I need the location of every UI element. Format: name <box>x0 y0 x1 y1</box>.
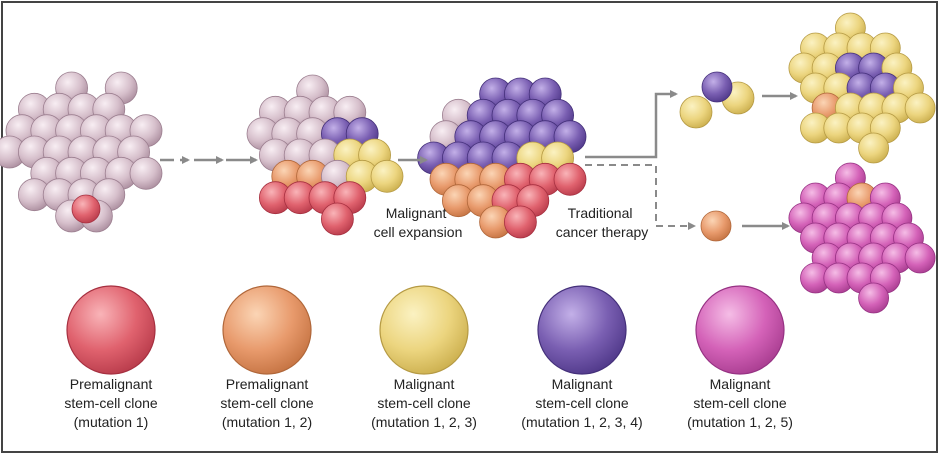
cluster-normal-cell <box>129 156 163 190</box>
legend-label-malignant-4: Malignant stem-cell clone (mutation 1, 2, … <box>521 376 642 430</box>
legend-label-line: stem-cell clone <box>693 395 787 411</box>
legend-label-line: Malignant <box>552 376 613 392</box>
cluster-relapse-upper-cell <box>904 92 936 124</box>
legend-swatch-malignant-4 <box>537 285 627 375</box>
cluster-relapse-lower-cell <box>904 242 936 274</box>
cluster-normal <box>0 71 163 233</box>
legend-swatch-malignant-3 <box>379 285 469 375</box>
legend-label-line: (mutation 1, 2) <box>222 414 312 430</box>
legend-item-premalignant-2: Premalignant stem-cell clone (mutation 1, … <box>220 285 314 430</box>
legend-label-malignant-5: Malignant stem-cell clone (mutation 1, 2, … <box>687 376 793 430</box>
therapy-branch-arrow <box>585 164 696 230</box>
legend-swatch-malignant-5 <box>695 285 785 375</box>
label-therapy-line2: cancer therapy <box>556 224 649 240</box>
arrows <box>160 90 798 230</box>
label-malignant-expansion: Malignant cell expansion <box>374 205 463 240</box>
legend-label-line: (mutation 1, 2, 5) <box>687 414 793 430</box>
surviving-cell <box>679 95 713 129</box>
legend-label-line: stem-cell clone <box>220 395 314 411</box>
cell-clusters <box>0 12 936 314</box>
legend-label-line: Malignant <box>394 376 455 392</box>
legend-label-line: (mutation 1, 2, 3) <box>371 414 477 430</box>
legend-label-line: (mutation 1, 2, 3, 4) <box>521 414 642 430</box>
legend-label-line: Premalignant <box>70 376 153 392</box>
cluster-mixed <box>246 74 404 236</box>
surviving-cells-upper <box>679 71 755 129</box>
cluster-mixed-cell <box>370 159 404 193</box>
legend-label-line: stem-cell clone <box>64 395 158 411</box>
legend-item-malignant-4: Malignant stem-cell clone (mutation 1, 2, … <box>521 285 643 430</box>
legend-label-line: stem-cell clone <box>377 395 471 411</box>
cluster-expansion-cell <box>553 162 587 196</box>
label-therapy-line1: Traditional <box>568 205 633 221</box>
legend-label-line: Malignant <box>710 376 771 392</box>
legend-item-premalignant-1: Premalignant stem-cell clone (mutation 1) <box>64 285 158 430</box>
legend-label-premalignant-1: Premalignant stem-cell clone (mutation 1) <box>64 376 158 430</box>
legend-label-line: (mutation 1) <box>74 414 149 430</box>
legend-label-line: stem-cell clone <box>535 395 629 411</box>
legend-label-line: Premalignant <box>226 376 309 392</box>
legend-swatch-premalignant-1 <box>66 285 156 375</box>
legend-item-malignant-3: Malignant stem-cell clone (mutation 1, 2, … <box>371 285 477 430</box>
surviving-cell <box>701 71 733 103</box>
legend-item-malignant-5: Malignant stem-cell clone (mutation 1, 2, … <box>687 285 793 430</box>
surviving-cell-single <box>700 210 732 242</box>
label-malignant-expansion-line1: Malignant <box>386 205 447 221</box>
cluster-relapse-upper-cell <box>858 132 889 164</box>
cluster-relapse-upper <box>788 12 936 164</box>
label-traditional-therapy: Traditional cancer therapy <box>556 205 649 240</box>
legend-label-premalignant-2: Premalignant stem-cell clone (mutation 1, … <box>220 376 314 430</box>
label-malignant-expansion-line2: cell expansion <box>374 224 463 240</box>
cluster-mixed-cell <box>320 202 354 236</box>
legend-swatch-premalignant-2 <box>222 285 312 375</box>
cluster-relapse-lower <box>788 162 936 314</box>
legend-label-malignant-3: Malignant stem-cell clone (mutation 1, 2, … <box>371 376 477 430</box>
upper-branch-arrow <box>585 90 678 159</box>
cluster-normal-cell <box>71 194 101 224</box>
cluster-expansion-cell <box>504 205 537 239</box>
cluster-relapse-lower-cell <box>858 282 889 314</box>
cluster-expansion <box>417 77 587 239</box>
